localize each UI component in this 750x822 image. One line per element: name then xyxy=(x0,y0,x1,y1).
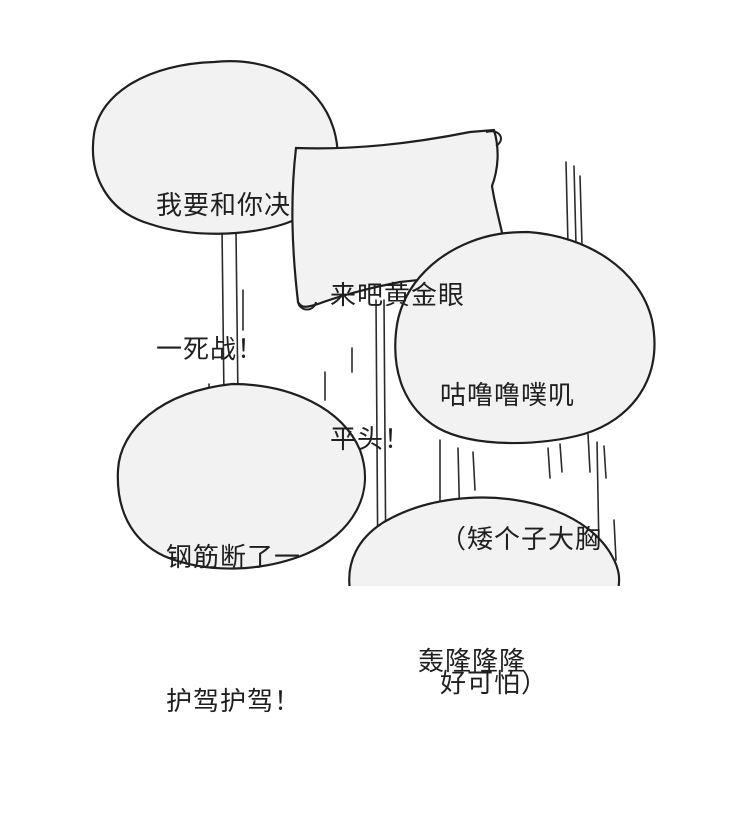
bubble-2-line-1: 来吧黄金眼 xyxy=(330,281,466,311)
speech-bubble-3 xyxy=(394,230,656,445)
comic-panel: 我要和你决 一死战！ 来吧黄金眼 平头！ 咕噜噜噗叽 （矮个子大胸 好可怕） 钢… xyxy=(91,60,656,717)
bubble-4-text: 钢筋断了一 护驾护驾！ xyxy=(166,438,301,822)
speech-bubble-5 xyxy=(348,496,621,586)
bubble-5-line-1: 轰隆隆隆 xyxy=(418,647,527,677)
speed-lines xyxy=(203,161,617,586)
bubble-3-line-1: 咕噜噜噗叽 xyxy=(440,381,576,411)
bubble-2-line-2: 平头！ xyxy=(330,425,412,455)
comic-artwork xyxy=(91,60,656,586)
speech-bubble-1 xyxy=(91,60,339,235)
bubble-4-line-1: 钢筋断了一 xyxy=(166,543,302,573)
bubble-2-text: 来吧黄金眼 平头！ xyxy=(330,176,465,560)
bubble-1-line-2: 一死战！ xyxy=(156,335,265,365)
bubble-3-line-2: （矮个子大胸 xyxy=(440,525,603,555)
bubble-1-text: 我要和你决 一死战！ xyxy=(156,86,291,470)
bubble-4-line-2: 护驾护驾！ xyxy=(166,687,302,717)
bubble-5-text: 轰隆隆隆 xyxy=(418,542,526,782)
bubble-1-line-1: 我要和你决 xyxy=(156,191,292,221)
speech-bubble-4 xyxy=(116,382,366,570)
